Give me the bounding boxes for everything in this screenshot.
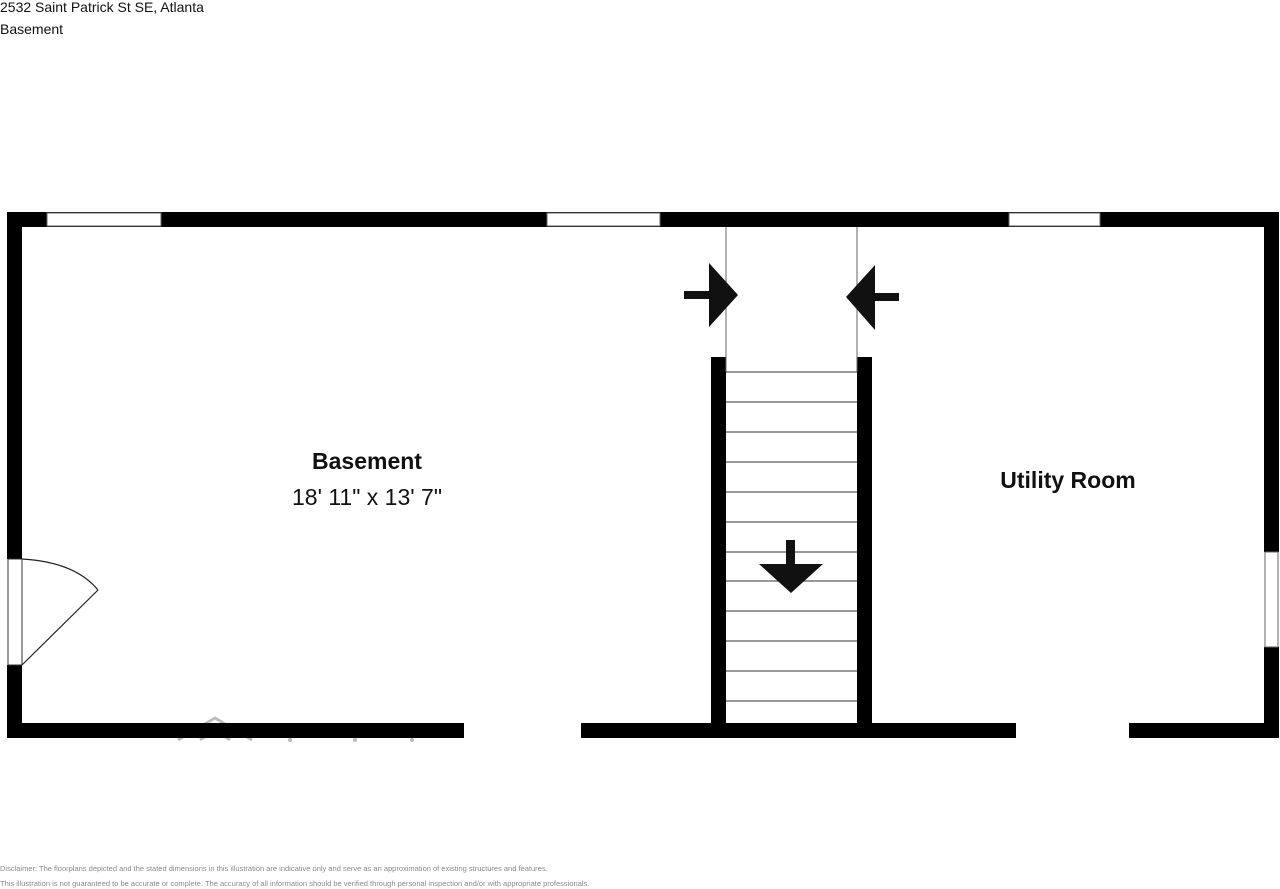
- swing-door-icon: [7, 558, 99, 666]
- windows: [46, 212, 1279, 648]
- stair-treads: [726, 371, 857, 702]
- property-address: 2532 Saint Patrick St SE, Atlanta: [0, 0, 204, 15]
- stair-walls: [711, 357, 872, 738]
- window-top-1: [46, 212, 162, 227]
- stair-opening-lines: [725, 227, 858, 372]
- window-top-2: [546, 212, 661, 227]
- room-name-utility-room: Utility Room: [1000, 467, 1135, 493]
- floor-level-label: Basement: [0, 21, 64, 37]
- window-top-3: [1008, 212, 1101, 227]
- room-name-basement: Basement: [312, 448, 422, 474]
- entry-arrow-right-icon: [684, 263, 738, 327]
- exterior-walls: [7, 212, 1279, 738]
- stairs-down-arrow-icon: [759, 540, 823, 593]
- disclaimer-line-1: Disclaimer: The floorplans depicted and …: [0, 864, 548, 873]
- room-dimensions-basement: 18' 11" x 13' 7": [292, 484, 442, 510]
- entry-arrow-left-icon: [846, 265, 899, 330]
- disclaimer-line-2: This illustration is not guaranteed to b…: [0, 879, 590, 888]
- window-right: [1264, 551, 1279, 648]
